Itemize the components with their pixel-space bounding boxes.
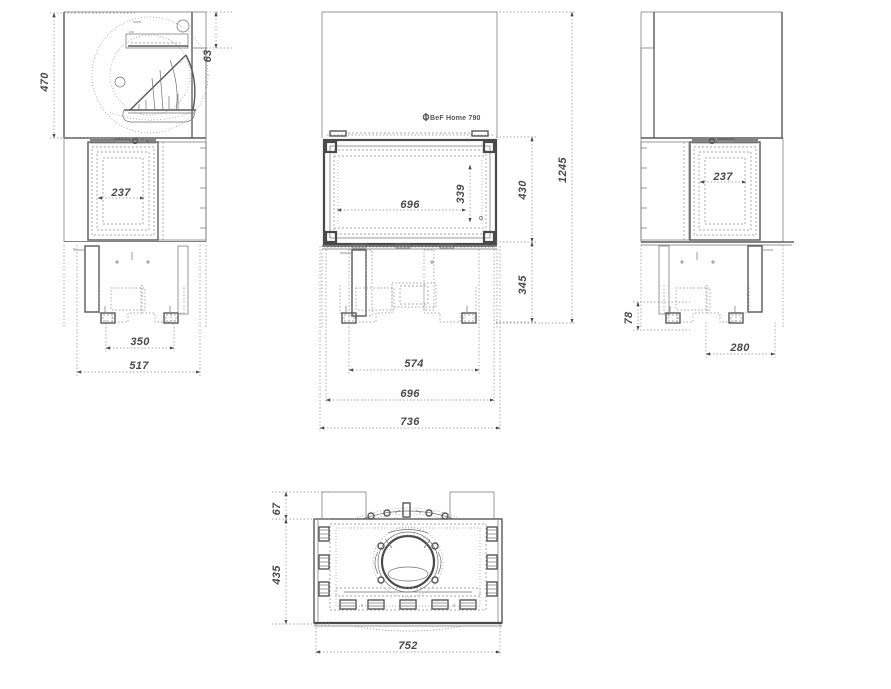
dimension-left-470: 470	[39, 12, 135, 139]
view-top-plan: 67 435 752	[271, 491, 503, 656]
left-upper-body	[63, 11, 207, 139]
plan-outer-body	[313, 518, 503, 627]
plan-right-vents	[486, 526, 498, 597]
dimension-left-517: 517	[76, 245, 201, 376]
dim-label-280: 280	[729, 342, 750, 354]
dimension-left-237: 237	[97, 187, 145, 200]
view-front-elevation: BeF Home 790	[319, 11, 576, 432]
dimension-front-430: 430	[496, 136, 536, 243]
dim-label-67: 67	[271, 502, 283, 515]
dim-label-696-body: 696	[400, 388, 420, 400]
dimension-front-696-body: 696	[325, 246, 495, 404]
dimension-right-280: 280	[705, 322, 776, 358]
dim-label-345: 345	[517, 275, 529, 295]
dim-label-63: 63	[202, 50, 214, 63]
right-base-pedestal	[640, 241, 784, 328]
front-glass-door	[322, 130, 498, 249]
left-base-pedestal	[63, 241, 207, 328]
dimension-front-574: 574	[348, 246, 480, 374]
dim-label-736: 736	[400, 416, 420, 428]
dim-label-430: 430	[517, 180, 529, 201]
brand-mark-label: BeF Home 790	[430, 115, 481, 122]
view-left-elevation: 470 63 237 350 517	[39, 11, 232, 376]
dim-label-470: 470	[39, 72, 51, 93]
dimension-front-345: 345	[496, 241, 536, 323]
dimension-right-237: 237	[699, 171, 747, 184]
dim-label-237-left: 237	[110, 187, 131, 199]
plan-left-vents	[318, 526, 330, 597]
dimension-front-339: 339	[455, 164, 472, 223]
dim-label-696-glass: 696	[400, 199, 420, 211]
dim-label-1245: 1245	[557, 157, 569, 183]
dim-label-350: 350	[130, 336, 150, 348]
dim-label-574: 574	[404, 358, 423, 370]
dimension-front-1245: 1245	[496, 11, 576, 324]
dimension-left-63: 63	[192, 11, 232, 63]
plan-flange-tabs	[321, 491, 495, 520]
dim-label-752: 752	[398, 640, 417, 652]
plan-flue-collar	[372, 526, 444, 598]
left-door-lift-arc	[91, 16, 209, 134]
plan-bottom-slots	[335, 587, 481, 632]
dim-label-237-right: 237	[712, 171, 733, 183]
dimension-front-736: 736	[319, 246, 501, 432]
dim-label-339: 339	[455, 184, 467, 204]
dimension-front-696-glass: 696	[336, 199, 467, 212]
dimension-left-350: 350	[105, 320, 175, 352]
view-right-elevation: 237 78 280	[623, 11, 794, 358]
right-upper-body	[640, 11, 783, 139]
dimension-right-78: 78	[623, 301, 690, 331]
left-firebox-door	[63, 137, 207, 242]
right-firebox-door	[640, 137, 794, 246]
dim-label-435: 435	[271, 565, 283, 586]
dim-label-78: 78	[623, 311, 635, 324]
plan-top-cowl	[353, 502, 463, 520]
dimension-plan-67: 67	[271, 491, 330, 520]
dim-label-517: 517	[129, 360, 149, 372]
front-upper-body: BeF Home 790	[321, 11, 498, 138]
front-base-legs	[321, 245, 498, 328]
dimension-plan-752: 752	[315, 624, 501, 656]
dimension-plan-435: 435	[271, 518, 330, 625]
